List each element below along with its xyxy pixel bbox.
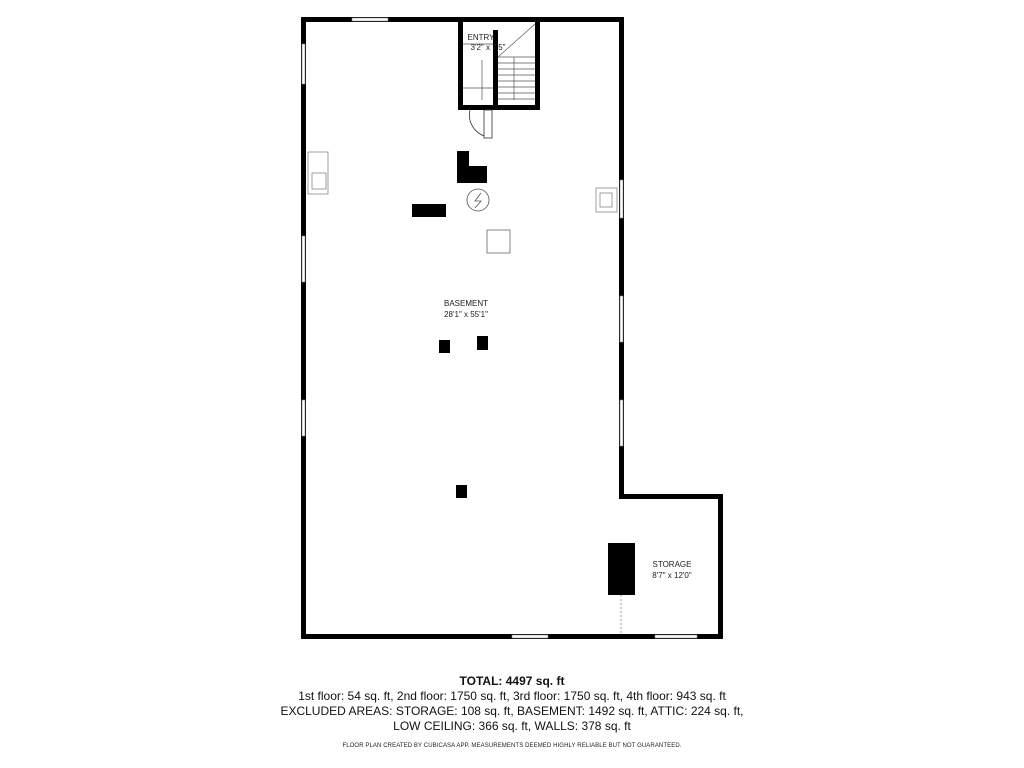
- windows: [301, 17, 698, 639]
- entry-wall-middle: [493, 30, 498, 110]
- entry-label: ENTRY: [468, 33, 496, 42]
- fixtures: [307, 151, 635, 634]
- window-top: [351, 17, 389, 22]
- wall-storage-top: [619, 494, 723, 499]
- entry-wall-right: [535, 17, 540, 110]
- entry-room: [458, 17, 540, 139]
- furnace-icon: [457, 151, 487, 183]
- disclaimer: FLOOR PLAN CREATED BY CUBICASA APP. MEAS…: [342, 743, 682, 749]
- window-left-1: [301, 43, 306, 85]
- wall-right-upper: [619, 17, 624, 499]
- outer-walls: [301, 17, 723, 639]
- excluded-areas: EXCLUDED AREAS: STORAGE: 108 sq. ft, BAS…: [280, 704, 744, 718]
- window-bottom-1: [511, 634, 549, 639]
- wall-storage-right: [718, 494, 723, 639]
- column-2: [477, 336, 488, 350]
- floor-breakdown: 1st floor: 54 sq. ft, 2nd floor: 1750 sq…: [298, 689, 726, 703]
- basement-label: BASEMENT: [444, 299, 488, 308]
- square-fixture: [486, 229, 511, 254]
- storage-dimensions: 8'7" x 12'0": [652, 571, 692, 580]
- basement-dimensions: 28'1" x 55'1": [444, 310, 488, 319]
- water-heater-icon: [466, 188, 490, 212]
- chimney-block: [608, 543, 635, 595]
- column-3: [456, 485, 467, 498]
- window-right-3: [619, 399, 624, 447]
- excluded-areas-continued: LOW CEILING: 366 sq. ft, WALLS: 378 sq. …: [393, 719, 631, 733]
- floor-plan: ENTRY 3'2" x 7'5" BASEMENT 28'1" x 55'1"…: [301, 17, 723, 639]
- bench-block: [412, 204, 446, 217]
- entry-wall-left: [458, 17, 463, 110]
- stairs: [463, 23, 536, 100]
- window-right-2: [619, 295, 624, 343]
- window-left-2: [301, 235, 306, 283]
- entry-dimensions: 3'2" x 7'5": [471, 43, 506, 52]
- window-bottom-2: [654, 634, 698, 639]
- wall-left: [301, 17, 306, 639]
- window-left-3: [301, 399, 306, 437]
- window-right-1: [619, 179, 624, 219]
- total-area: TOTAL: 4497 sq. ft: [459, 674, 565, 688]
- column-1: [439, 340, 450, 353]
- entry-wall-bottom: [458, 105, 540, 110]
- storage-label: STORAGE: [653, 560, 692, 569]
